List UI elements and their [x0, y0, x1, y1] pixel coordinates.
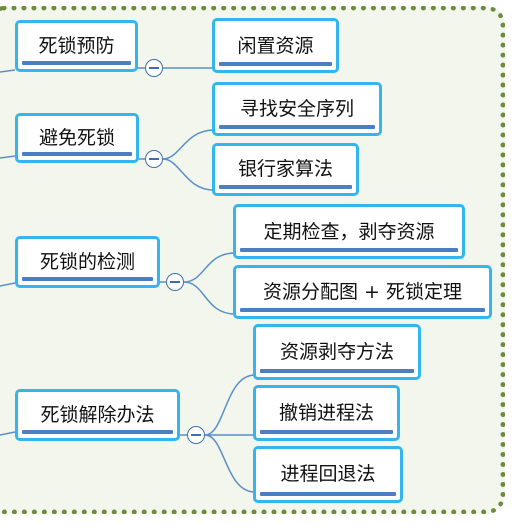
subtopic-label: 资源分配图 + 死锁定理 [263, 281, 462, 303]
connector-line [204, 434, 256, 493]
subtopic-label: 撤销进程法 [278, 402, 374, 424]
connector-line [204, 374, 256, 436]
subtopic-underline [240, 308, 485, 312]
topic-deadlock-recovery[interactable]: 死锁解除办法 [15, 389, 180, 441]
subtopic-label: 资源剥夺方法 [279, 341, 394, 363]
subtopic-idle-resources[interactable]: 闲置资源 [212, 18, 339, 73]
connector-line [183, 252, 236, 283]
topic-deadlock-detection[interactable]: 死锁的检测 [15, 236, 160, 288]
connector-line [162, 129, 215, 160]
topic-deadlock-prevention[interactable]: 死锁预防 [15, 20, 138, 72]
connector-line [0, 282, 16, 287]
subtopic-underline [219, 185, 352, 189]
topic-label: 避免死锁 [38, 127, 115, 149]
subtopic-underline [260, 430, 393, 434]
subtopic-label: 寻找安全序列 [239, 98, 354, 120]
topic-label: 死锁解除办法 [40, 404, 155, 426]
collapse-toggle-icon[interactable] [145, 150, 163, 168]
subtopic-label: 闲置资源 [237, 35, 314, 57]
subtopic-underline [240, 248, 458, 252]
subtopic-underline [219, 62, 332, 66]
topic-label: 死锁预防 [38, 35, 115, 57]
topic-underline [22, 277, 153, 281]
subtopic-periodic-check[interactable]: 定期检查，剥夺资源 [233, 204, 465, 259]
subtopic-underline [260, 369, 414, 373]
subtopic-label: 定期检查，剥夺资源 [263, 221, 435, 243]
topic-underline [22, 430, 173, 434]
subtopic-resource-allocation-graph[interactable]: 资源分配图 + 死锁定理 [233, 265, 492, 319]
connector-line [0, 431, 16, 436]
collapse-toggle-icon[interactable] [187, 426, 205, 444]
connector-line [0, 155, 16, 159]
subtopic-underline [219, 125, 375, 129]
subtopic-underline [260, 492, 396, 496]
topic-label: 死锁的检测 [39, 251, 135, 273]
connector-line [0, 69, 16, 73]
subtopic-label: 进程回退法 [280, 463, 376, 485]
collapse-toggle-icon[interactable] [145, 59, 163, 77]
collapse-toggle-icon[interactable] [166, 273, 184, 291]
subtopic-resource-preemption[interactable]: 资源剥夺方法 [253, 324, 421, 380]
subtopic-find-safe-sequence[interactable]: 寻找安全序列 [212, 82, 382, 136]
subtopic-process-rollback[interactable]: 进程回退法 [253, 446, 403, 503]
topic-underline [22, 152, 132, 156]
subtopic-bankers-algorithm[interactable]: 银行家算法 [212, 143, 359, 196]
topic-underline [22, 61, 131, 65]
subtopic-label: 银行家算法 [237, 158, 333, 180]
subtopic-kill-process[interactable]: 撤销进程法 [253, 385, 400, 441]
connector-line [183, 281, 236, 315]
connector-line [162, 158, 215, 191]
topic-deadlock-avoidance[interactable]: 避免死锁 [15, 113, 139, 163]
